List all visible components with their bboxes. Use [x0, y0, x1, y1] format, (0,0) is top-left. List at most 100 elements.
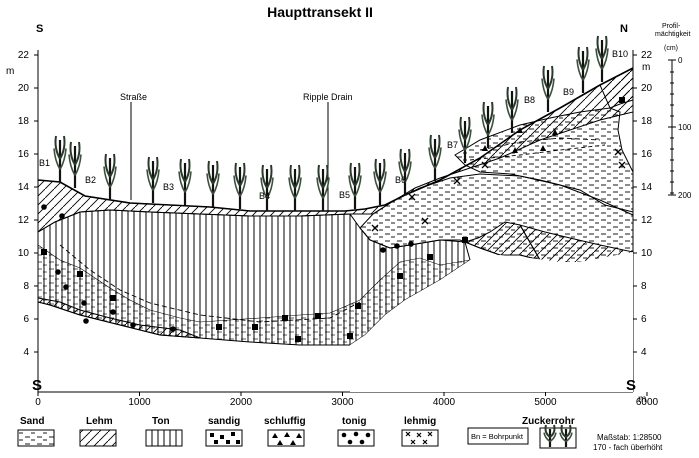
x-tick-label: 3000 [331, 397, 354, 408]
sugarcane-icon [316, 164, 330, 211]
sandig-symbol [110, 295, 116, 301]
y-tick-label-right: 8 [641, 281, 647, 292]
profile-scale-label-1: Profil- [662, 23, 681, 30]
sugarcane-icon [178, 158, 192, 205]
sugarcane-icon [68, 141, 82, 188]
sugarcane-icon [260, 164, 274, 211]
y-tick-label-left: 6 [23, 314, 29, 325]
strasse-label: Straße [120, 92, 147, 102]
y-tick-label-right: 22 [641, 50, 653, 61]
sugarcane-icon [373, 158, 387, 205]
sugarcane-icon [233, 162, 247, 209]
south-label: S [36, 23, 43, 35]
x-tick-label: 6000 [636, 397, 659, 408]
south-base-marker: S [32, 377, 42, 394]
tonig-symbol [380, 247, 386, 253]
y-unit-right: m [642, 62, 650, 73]
tonig-symbol [63, 284, 69, 290]
x-tick-label: 0 [35, 397, 41, 408]
sandig-symbol [619, 97, 625, 103]
sugarcane-icon [576, 46, 590, 93]
y-tick-label-left: 10 [18, 248, 30, 259]
legend-tonig-label: tonig [342, 416, 366, 427]
borehole-label: B5 [339, 190, 350, 200]
tonig-symbol [130, 322, 136, 328]
chart-title: Haupttransekt II [267, 4, 373, 20]
tonig-symbol [408, 241, 414, 247]
profile-scale-unit: (cm) [664, 45, 678, 52]
scale-ueberhoeht: 170 - fach überhöht [593, 443, 663, 452]
sandig-symbol [282, 315, 288, 321]
tonig-symbol [41, 204, 47, 210]
sugarcane-row [53, 35, 609, 211]
legend: Sand Lehm Ton sandig schluffig tonig leh… [17, 416, 663, 452]
north-base-marker: S [626, 377, 636, 394]
y-tick-label-right: 18 [641, 116, 653, 127]
profile-scale-label-2: mächtigkeit [655, 31, 690, 38]
surface-line [37, 67, 634, 212]
legend-schluffig-label: schluffig [264, 416, 306, 427]
sugarcane-icon [53, 135, 67, 182]
y-tick-label-right: 4 [641, 347, 647, 358]
lehm-base-south [37, 297, 201, 339]
sandig-symbol [347, 333, 353, 339]
sugarcane-icon [481, 101, 495, 148]
sugarcane-icon [288, 164, 302, 211]
x-tick-label: 1000 [128, 397, 151, 408]
borehole-label: B3 [163, 182, 174, 192]
legend-lehmig-label: lehmig [404, 416, 436, 427]
north-label: N [620, 23, 628, 35]
lehmig-symbol [371, 224, 379, 232]
legend-sand-swatch [17, 429, 55, 447]
x-tick-label: 4000 [433, 397, 456, 408]
legend-sandig-squares [210, 432, 240, 444]
sugarcane-icon [348, 162, 362, 209]
schluffig-symbol [552, 129, 558, 135]
sandig-symbol [427, 254, 433, 260]
tonig-symbol [394, 243, 400, 249]
lehmig-symbol [421, 217, 429, 225]
y-tick-label-right: 14 [641, 182, 653, 193]
dashed-horizon-3 [469, 144, 606, 161]
legend-sandig-label: sandig [208, 416, 240, 427]
scale-massstab: Maßstab: 1:28500 [597, 433, 662, 442]
lehmig-symbol [408, 193, 416, 201]
legend-bohrpunkt-label: Bn = Bohrpunkt [471, 432, 524, 441]
x-unit: m [638, 394, 646, 405]
profile-tick-label: 200 [678, 191, 692, 200]
sandig-symbol [397, 273, 403, 279]
y-tick-label-left: 16 [18, 149, 30, 160]
schluffig-symbol [482, 145, 488, 151]
schluffig-symbol [540, 145, 546, 151]
sandig-symbol [41, 249, 47, 255]
y-tick-label-left: 14 [18, 182, 30, 193]
legend-zuckerrohr-icon [543, 424, 573, 447]
tonig-symbol [59, 213, 65, 219]
borehole-label: B10 [612, 49, 628, 59]
lehmig-symbol [453, 177, 461, 185]
legend-ton-label: Ton [152, 416, 170, 427]
borehole-label: B4 [259, 191, 270, 201]
sugarcane-icon [595, 35, 609, 82]
y-tick-label-left: 18 [18, 116, 30, 127]
lehmig-symbol [618, 161, 626, 169]
y-tick-label-right: 16 [641, 149, 653, 160]
legend-sand-label: Sand [20, 416, 44, 427]
borehole-label: B6 [395, 175, 406, 185]
schluffig-symbol [517, 127, 523, 133]
legend-lehm-label: Lehm [86, 416, 113, 427]
sugarcane-icon [146, 156, 160, 203]
borehole-label: B2 [85, 175, 96, 185]
y-tick-label-right: 20 [641, 83, 653, 94]
y-tick-label-right: 10 [641, 248, 653, 259]
legend-lehmig-swatch [401, 429, 439, 447]
x-tick-label: 2000 [230, 397, 253, 408]
dashed-horizon-2 [479, 137, 601, 151]
legend-ton-swatch [145, 429, 183, 447]
tonig-symbol [83, 318, 89, 324]
borehole-label: B7 [447, 140, 458, 150]
sand-lens-north [454, 107, 634, 213]
